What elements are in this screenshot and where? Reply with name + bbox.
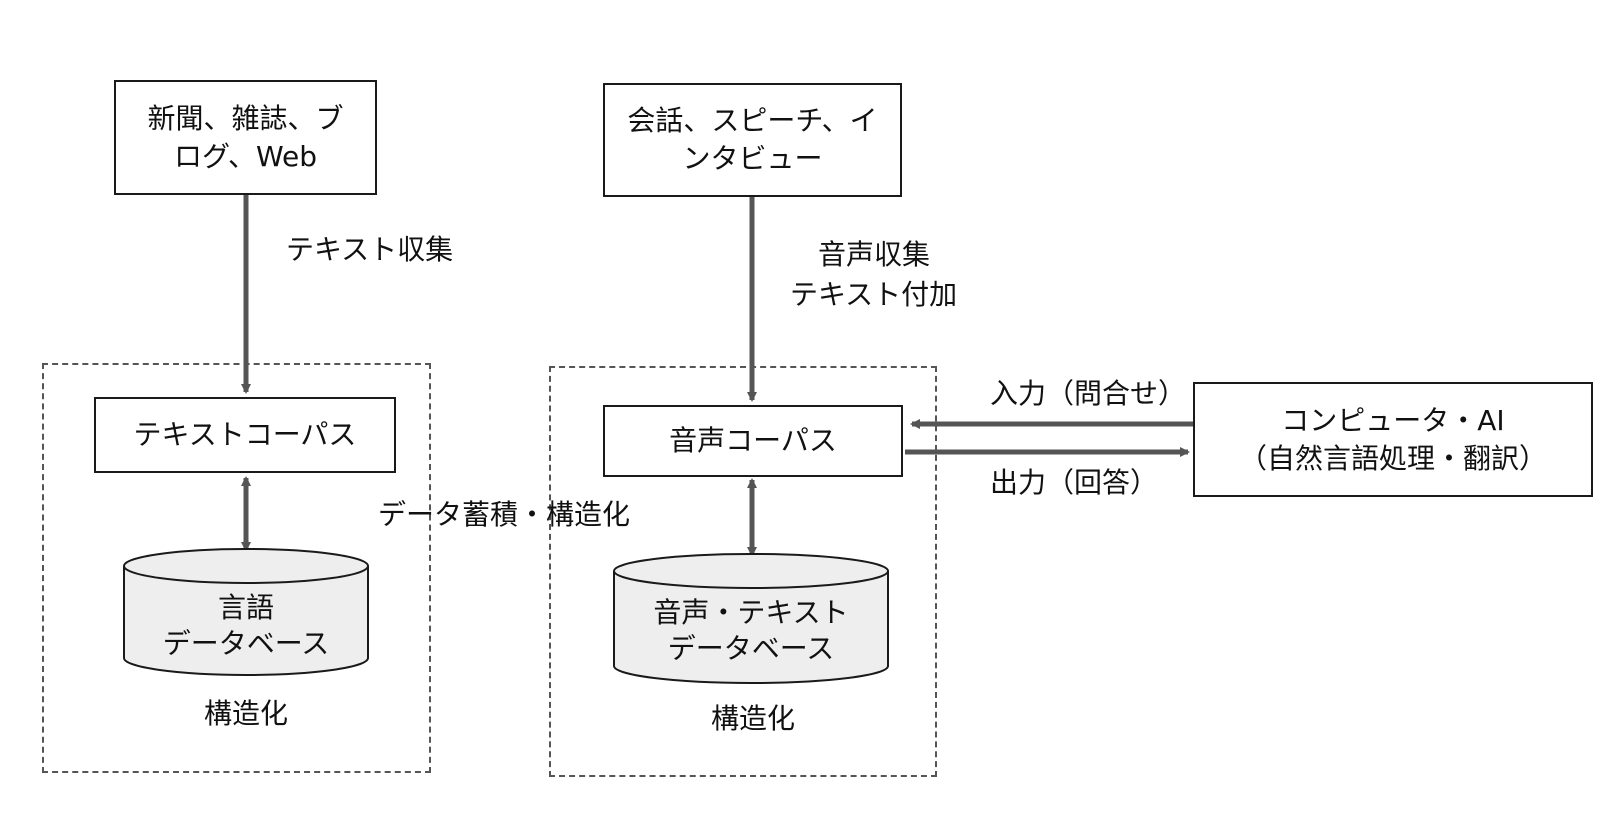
audio-collection-line1: 音声収集 (818, 238, 931, 271)
text-collection-label: テキスト収集 (286, 233, 454, 266)
text-source-line2: ログ、Web (173, 139, 318, 173)
left-structuring-label: 構造化 (203, 697, 288, 730)
language-db-cylinder (123, 548, 369, 676)
computer-line1: コンピュータ・AI (1281, 403, 1505, 437)
speech-text-db-line1: 音声・テキスト (653, 596, 849, 629)
left-structuring-region (42, 363, 431, 773)
speech-text-db-text: 音声・テキスト データベース (614, 590, 888, 672)
input-label: 入力（問合せ） (990, 377, 1187, 410)
right-structuring-label: 構造化 (710, 702, 795, 735)
output-label: 出力（回答） (990, 466, 1159, 499)
speech-corpus-label: 音声コーパス (669, 424, 837, 457)
language-db-text: 言語 データベース (124, 586, 368, 666)
speech-source-line2: ンタビュー (682, 142, 823, 175)
speech-text-db-line2: データベース (667, 632, 835, 665)
audio-collection-label: 音声収集 テキスト付加 (790, 235, 980, 315)
audio-collection-line2: テキスト付加 (790, 278, 958, 311)
accumulation-label: データ蓄積・構造化 (378, 498, 631, 531)
text-source-line1: 新聞、雑誌、ブ (147, 101, 344, 135)
computer-line2: （自然言語処理・翻訳） (1238, 441, 1547, 475)
text-corpus-box: テキストコーパス (94, 397, 396, 473)
speech-text-db-cylinder (613, 553, 889, 684)
language-db-line1: 言語 (217, 591, 274, 624)
language-db-line2: データベース (162, 627, 330, 660)
computer-ai-box: コンピュータ・AI （自然言語処理・翻訳） (1193, 382, 1593, 497)
speech-source-box: 会話、スピーチ、イ ンタビュー (603, 83, 902, 197)
text-source-box: 新聞、雑誌、ブ ログ、Web (114, 80, 377, 195)
speech-source-line1: 会話、スピーチ、イ (627, 104, 878, 137)
speech-corpus-box: 音声コーパス (603, 405, 903, 477)
text-corpus-label: テキストコーパス (133, 418, 357, 451)
right-structuring-region (549, 366, 937, 777)
